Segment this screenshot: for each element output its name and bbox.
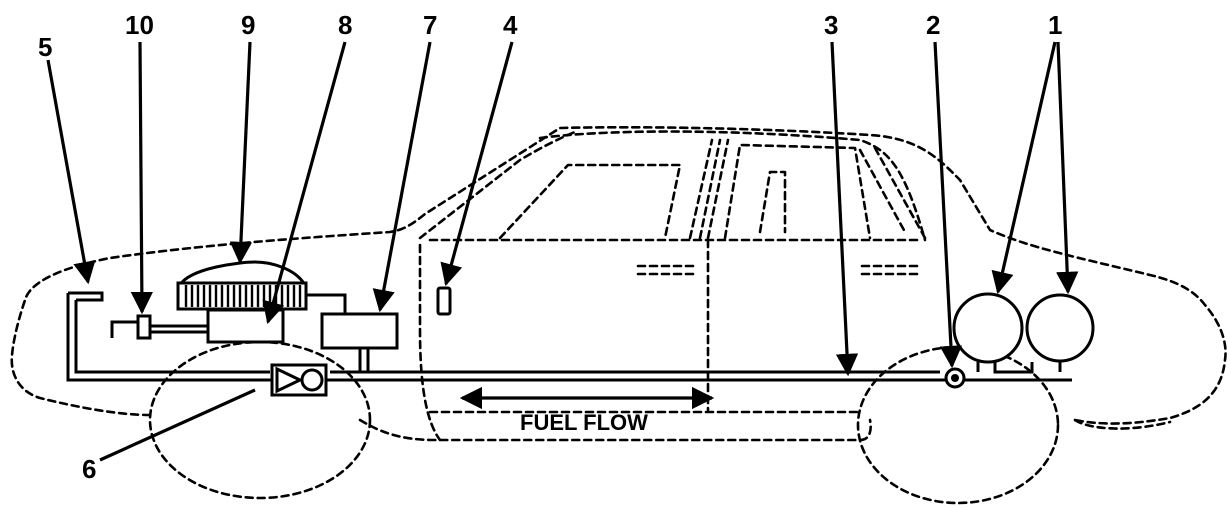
leader-4 bbox=[440, 41, 514, 287]
leader-1a bbox=[991, 41, 1057, 295]
fuel-line-inner bbox=[74, 300, 940, 374]
rear-window bbox=[723, 143, 872, 240]
c-pillar bbox=[858, 146, 927, 240]
fuel-line-main bbox=[66, 293, 1072, 382]
regulator bbox=[320, 312, 399, 350]
tank-valve-center bbox=[951, 374, 959, 382]
front-window bbox=[498, 163, 682, 240]
callout-5: 5 bbox=[38, 32, 52, 62]
car-windshield bbox=[418, 130, 577, 240]
car-underbody bbox=[358, 418, 872, 442]
supply-riser bbox=[358, 348, 370, 372]
air-cleaner-element bbox=[176, 281, 308, 311]
rear-bumper bbox=[1073, 418, 1172, 430]
leader-2 bbox=[933, 41, 963, 369]
callout-1: 1 bbox=[1048, 10, 1062, 40]
fuel-tank-front bbox=[952, 292, 1024, 364]
air-cleaner-dome bbox=[177, 260, 308, 287]
front-door bbox=[418, 243, 442, 442]
fuel-system bbox=[66, 260, 1095, 397]
front-wheel bbox=[148, 340, 372, 500]
leader-3 bbox=[830, 41, 859, 377]
callout-10: 10 bbox=[125, 10, 154, 40]
regulator-line bbox=[300, 293, 347, 314]
dash-switch bbox=[436, 286, 452, 316]
callout-4: 4 bbox=[503, 10, 518, 40]
b-pillar bbox=[688, 138, 730, 240]
control-valve-line bbox=[110, 320, 208, 338]
carburetor bbox=[206, 308, 285, 344]
tank-connector bbox=[976, 362, 1062, 374]
callout-7: 7 bbox=[423, 10, 437, 40]
callout-9: 9 bbox=[241, 10, 255, 40]
callout-2: 2 bbox=[926, 10, 940, 40]
fuel-tank-rear bbox=[1025, 293, 1095, 363]
callout-leaders bbox=[46, 41, 1079, 462]
callout-3: 3 bbox=[824, 10, 838, 40]
car-roof bbox=[538, 130, 927, 242]
callout-numbers: 5 10 9 8 7 4 3 2 1 6 bbox=[38, 10, 1062, 484]
fuel-filter-circle bbox=[300, 368, 324, 392]
leader-8 bbox=[262, 41, 347, 325]
control-valve bbox=[136, 314, 152, 340]
leader-7 bbox=[372, 41, 432, 313]
leader-6 bbox=[99, 388, 256, 462]
rear-door-handle bbox=[860, 264, 920, 276]
callout-8: 8 bbox=[338, 10, 352, 40]
filler-neck bbox=[68, 291, 104, 302]
car-body-outline bbox=[10, 125, 1227, 425]
rear-quarter-window bbox=[758, 170, 787, 234]
leader-9 bbox=[229, 41, 253, 265]
leader-5 bbox=[46, 59, 96, 285]
fuel-flow-label: FUEL FLOW bbox=[520, 410, 648, 435]
leader-1b bbox=[1056, 41, 1079, 295]
fuel-filter-triangle bbox=[275, 366, 304, 394]
front-door-handle bbox=[636, 264, 697, 276]
callout-6: 6 bbox=[82, 454, 96, 484]
leader-10 bbox=[130, 41, 154, 315]
fuel-flow-indicator: FUEL FLOW bbox=[459, 386, 715, 435]
